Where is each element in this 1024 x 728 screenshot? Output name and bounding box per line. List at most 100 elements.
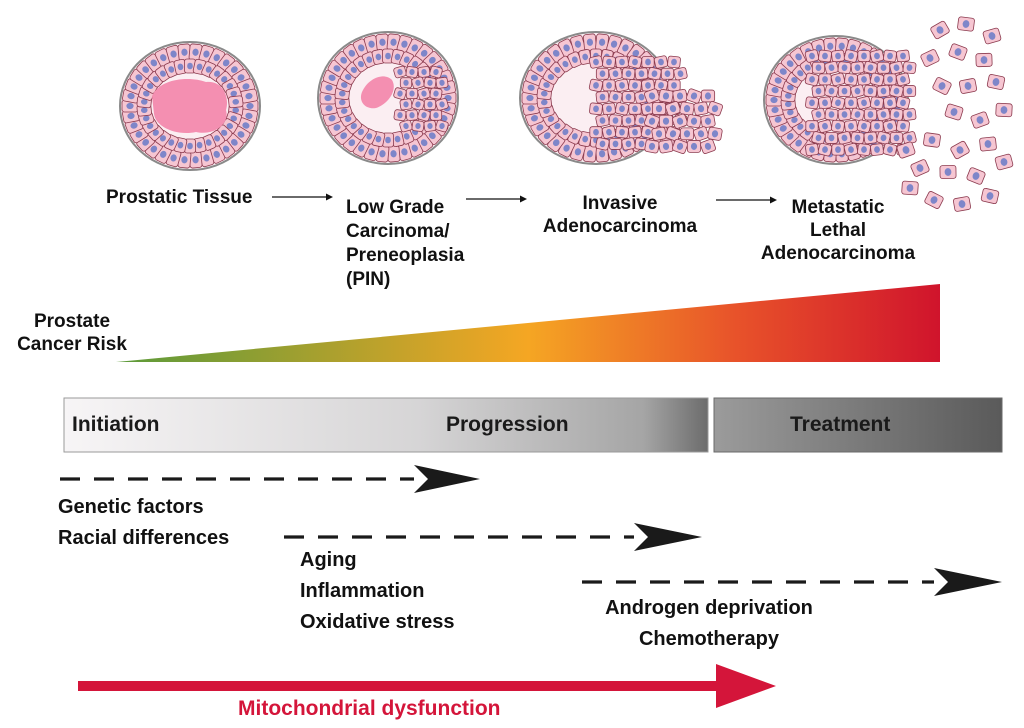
cell xyxy=(644,139,660,154)
cell xyxy=(850,107,865,122)
cell xyxy=(651,102,667,115)
cell xyxy=(583,33,597,51)
cell xyxy=(628,102,642,115)
cell xyxy=(589,126,603,139)
factor-group-2: Aging Inflammation Oxidative stress xyxy=(300,545,455,638)
cell xyxy=(215,71,233,88)
cell xyxy=(602,79,616,92)
factor-item: Racial differences xyxy=(58,527,230,549)
cell xyxy=(889,60,904,75)
cell xyxy=(371,48,386,65)
cell xyxy=(595,90,610,104)
cell xyxy=(382,132,394,148)
factor-item: Chemotherapy xyxy=(638,628,780,650)
phase-treatment: Treatment xyxy=(790,413,891,436)
cell xyxy=(634,67,649,80)
stage-label-invasive: Invasive Adenocarcinoma xyxy=(528,192,712,238)
cell xyxy=(902,131,917,145)
cell xyxy=(429,87,443,100)
cell xyxy=(595,67,610,80)
cell xyxy=(615,55,629,69)
stage-label-line: Adenocarcinoma xyxy=(760,243,916,264)
invasive-illustration xyxy=(519,31,723,165)
cell xyxy=(405,109,419,122)
low-grade-illustration xyxy=(317,31,459,165)
cell xyxy=(621,137,636,151)
cell xyxy=(952,196,972,212)
stage-label-line: Metastatic xyxy=(791,197,885,218)
cell xyxy=(876,131,891,145)
cell xyxy=(417,66,431,78)
cell xyxy=(641,56,655,68)
cell xyxy=(399,98,413,111)
treatment-bar xyxy=(713,397,1003,453)
cell xyxy=(857,143,871,156)
cell xyxy=(345,117,363,135)
stage-label-line: Prostatic Tissue xyxy=(106,187,253,208)
risk-label-line: Cancer Risk xyxy=(17,334,127,355)
cell xyxy=(818,73,832,86)
cell xyxy=(811,131,826,145)
cell xyxy=(417,87,431,100)
cell xyxy=(608,67,623,81)
cell xyxy=(843,142,859,157)
risk-label-line: Prostate xyxy=(33,311,111,332)
cell xyxy=(876,61,891,74)
cell xyxy=(805,96,819,110)
stage-label-line: Preneoplasia xyxy=(346,245,465,266)
cell xyxy=(824,84,839,98)
factor-group-1: Genetic factors Racial differences xyxy=(58,492,229,554)
cell xyxy=(653,55,669,69)
cell xyxy=(707,126,723,141)
cell xyxy=(882,119,898,133)
factor-item: Inflammation xyxy=(300,580,425,602)
cell xyxy=(679,127,695,141)
cell xyxy=(831,143,845,156)
cell xyxy=(641,79,655,92)
cell xyxy=(982,27,1002,45)
cell xyxy=(693,101,709,116)
stage-arrow-2 xyxy=(466,195,527,203)
cell xyxy=(902,61,917,75)
stage-label-line: Adenocarcinoma xyxy=(542,216,698,237)
cell xyxy=(363,34,380,54)
stage-label-line: Invasive xyxy=(582,193,658,214)
cell xyxy=(896,49,910,63)
cell xyxy=(948,43,968,61)
factor-item: Oxidative stress xyxy=(300,611,455,633)
cell xyxy=(660,67,675,80)
cell xyxy=(621,114,636,127)
stage-label-low-grade: Low Grade Carcinoma/ Preneoplasia (PIN) xyxy=(346,196,464,292)
cell xyxy=(628,125,642,139)
cell xyxy=(817,142,833,157)
cell xyxy=(889,84,904,98)
cell xyxy=(876,107,891,122)
cell xyxy=(411,98,425,111)
cell xyxy=(614,78,630,93)
cell xyxy=(830,96,846,110)
cell xyxy=(435,98,449,111)
cell xyxy=(411,76,425,90)
cell xyxy=(423,76,437,89)
factor-item: Androgen deprivation xyxy=(605,597,813,619)
cell xyxy=(578,48,592,65)
cell xyxy=(215,124,233,141)
cell xyxy=(837,85,852,98)
cell xyxy=(970,111,990,129)
cell xyxy=(601,125,617,139)
cell xyxy=(958,78,978,94)
cell xyxy=(804,49,820,63)
phase-progression: Progression xyxy=(446,413,569,436)
cell xyxy=(831,119,845,133)
cell xyxy=(173,58,188,75)
cell xyxy=(863,131,878,145)
cell xyxy=(658,139,674,154)
cell xyxy=(673,67,688,81)
cell xyxy=(883,49,897,63)
cell xyxy=(399,77,413,89)
cell xyxy=(957,16,975,32)
cell xyxy=(818,49,832,63)
cell xyxy=(876,84,891,98)
mitochondrial-label: Mitochondrial dysfunction xyxy=(238,697,501,720)
cell xyxy=(429,65,443,79)
